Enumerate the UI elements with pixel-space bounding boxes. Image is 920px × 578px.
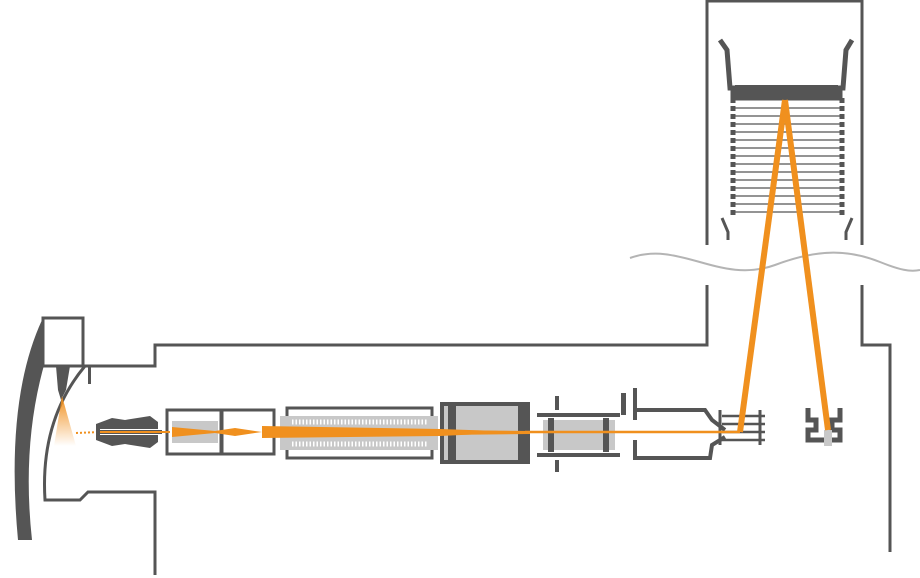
electrospray-plume xyxy=(54,396,76,446)
detector xyxy=(805,408,843,446)
baffle xyxy=(88,366,91,384)
source-housing-box xyxy=(41,316,85,368)
reflectron xyxy=(717,38,855,240)
source-shield xyxy=(14,320,52,540)
ion-beam xyxy=(100,99,831,438)
sprayer-needle xyxy=(56,366,70,400)
break-wave xyxy=(629,251,920,272)
transfer-optics xyxy=(537,393,626,472)
instrument-housing xyxy=(43,0,892,575)
